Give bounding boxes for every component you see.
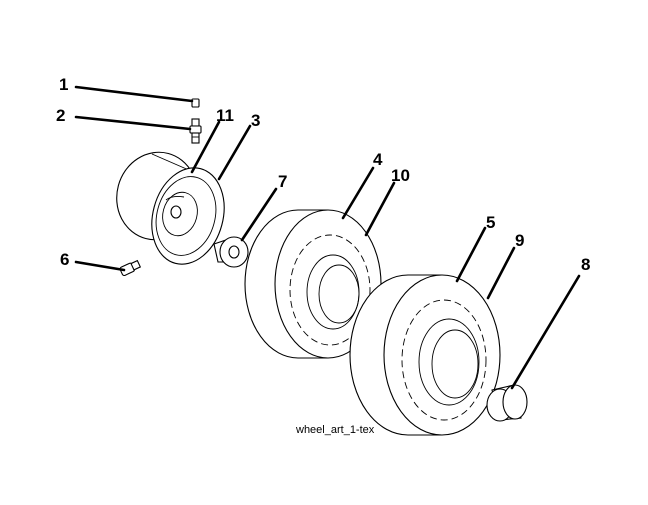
callout-1: 1 bbox=[59, 75, 68, 94]
figure-caption: wheel_art_1-tex bbox=[295, 424, 375, 436]
rear-tire-part bbox=[349, 274, 501, 436]
callout-8: 8 bbox=[581, 255, 590, 274]
leader-2 bbox=[74, 115, 192, 131]
fitting-part bbox=[119, 259, 142, 277]
leader-8 bbox=[510, 274, 581, 390]
leader-10 bbox=[364, 181, 396, 237]
front-tire-part bbox=[244, 209, 382, 359]
callout-3: 3 bbox=[251, 111, 260, 130]
callout-7: 7 bbox=[278, 172, 287, 191]
callout-10: 10 bbox=[391, 166, 410, 185]
callout-4: 4 bbox=[373, 150, 383, 169]
leader-3 bbox=[217, 124, 252, 181]
leader-11 bbox=[190, 120, 221, 174]
hub-cap-part bbox=[486, 384, 528, 422]
callout-2: 2 bbox=[56, 106, 65, 125]
valve-stem-part bbox=[189, 118, 202, 144]
leader-9 bbox=[486, 246, 516, 300]
leader-6 bbox=[74, 260, 126, 272]
callout-11: 11 bbox=[216, 106, 234, 125]
valve-cap-part bbox=[191, 98, 200, 108]
callout-5: 5 bbox=[486, 213, 495, 232]
leader-lines bbox=[74, 85, 581, 390]
leader-4 bbox=[341, 166, 375, 220]
wheel-rim-part bbox=[116, 151, 225, 265]
callout-9: 9 bbox=[515, 231, 524, 250]
callout-numbers: 1 2 11 3 6 7 4 10 5 9 8 bbox=[56, 75, 590, 274]
bushing-part bbox=[213, 236, 249, 268]
leader-7 bbox=[240, 187, 278, 242]
leader-1 bbox=[74, 85, 194, 103]
callout-6: 6 bbox=[60, 250, 69, 269]
leader-5 bbox=[455, 226, 487, 283]
